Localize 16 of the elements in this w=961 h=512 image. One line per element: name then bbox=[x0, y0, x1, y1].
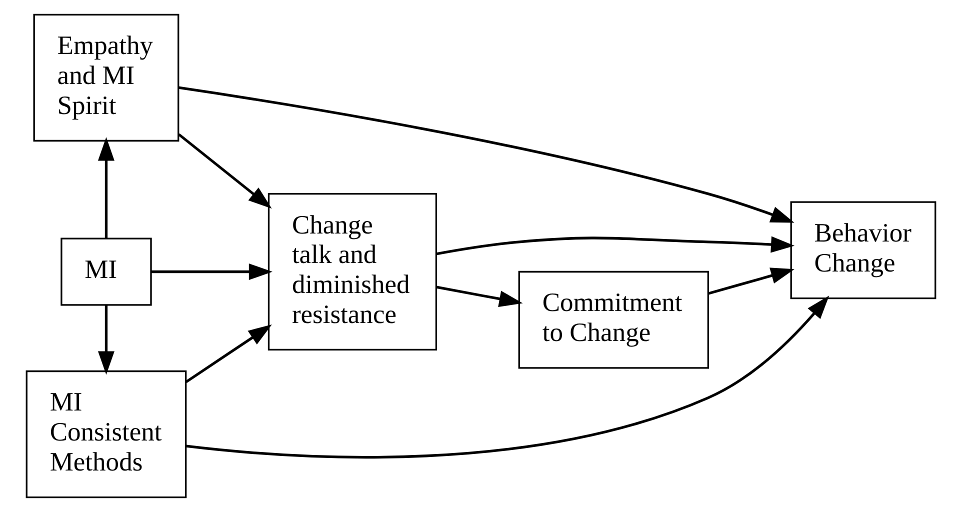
arrow bbox=[708, 268, 794, 295]
arrow bbox=[436, 286, 522, 307]
node-box: MI Consistent Methods bbox=[25, 370, 186, 498]
node-box: MI bbox=[60, 238, 152, 306]
arrow bbox=[178, 86, 794, 223]
node-box: Commitment to Change bbox=[518, 270, 709, 369]
arrow bbox=[184, 324, 272, 384]
arrow bbox=[177, 133, 272, 209]
arrow bbox=[150, 264, 272, 280]
node-box: Behavior Change bbox=[790, 201, 936, 300]
node-box: Change talk and diminished resistance bbox=[267, 192, 437, 351]
arrow bbox=[97, 305, 114, 375]
arrow bbox=[97, 137, 114, 238]
node-box: Empathy and MI Spirit bbox=[32, 14, 179, 142]
arrow bbox=[436, 236, 794, 256]
arrow bbox=[186, 296, 829, 458]
